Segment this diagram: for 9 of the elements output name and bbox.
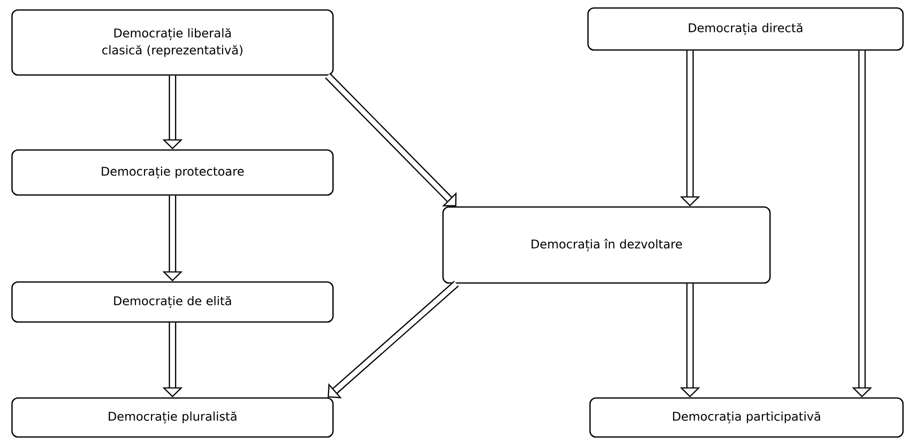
hollow-arrow (328, 280, 459, 398)
text-box: Democrație liberală clasică (reprezentativă) (11, 9, 334, 76)
hollow-arrow (325, 73, 457, 206)
text-box: Democrația directă (587, 7, 904, 51)
text-box: Democrația participativă (589, 397, 904, 438)
text-box: Democrație protectoare (11, 149, 334, 196)
text-box: Democrație pluralistă (11, 397, 334, 438)
text-box: Democrație de elită (11, 281, 334, 323)
text-box: Democrația în dezvoltare (442, 206, 771, 284)
